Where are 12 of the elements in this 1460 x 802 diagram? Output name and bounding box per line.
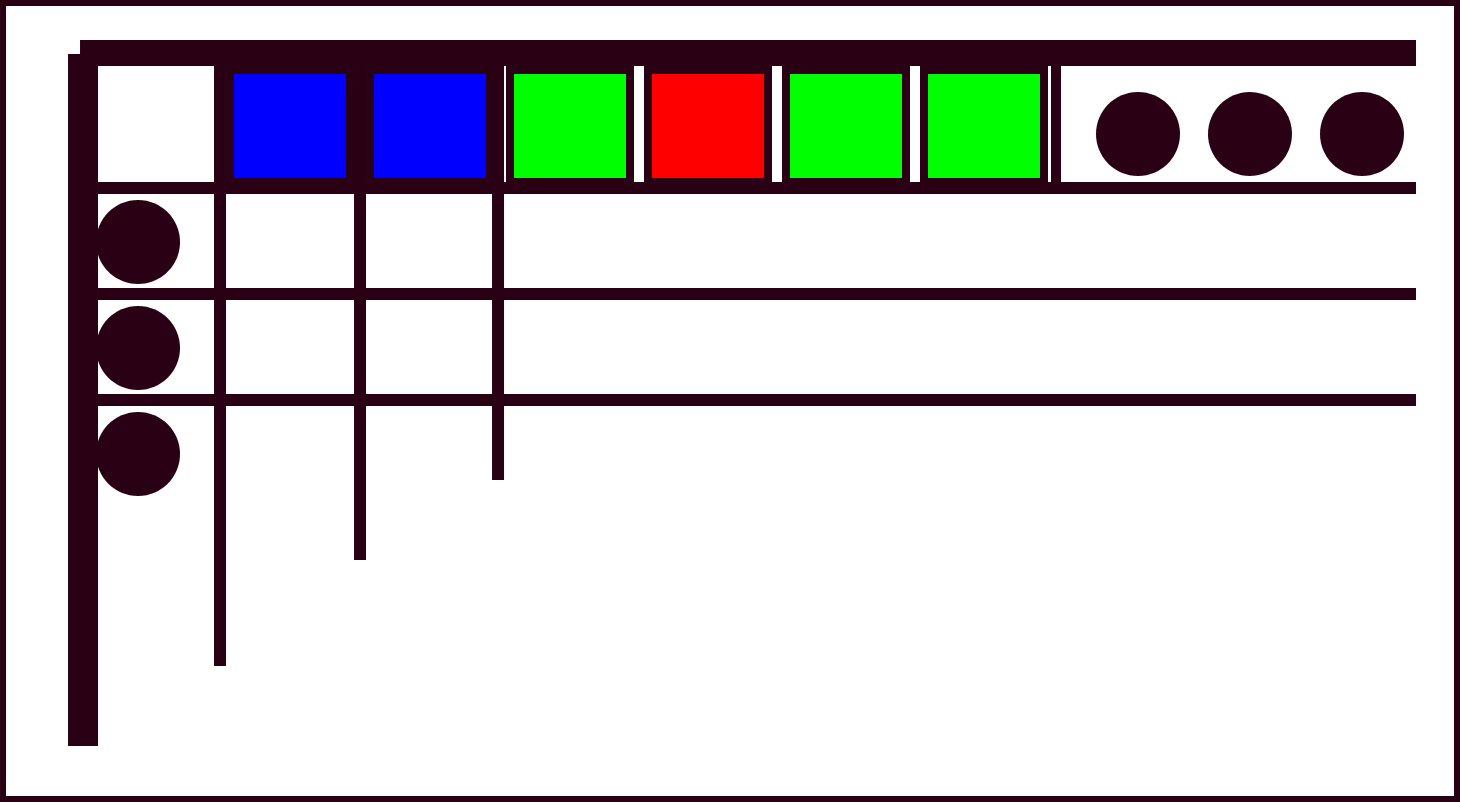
color-square [366,66,494,186]
color-square [782,66,910,186]
dot [96,412,180,496]
dot [1208,92,1292,176]
color-square [226,66,354,186]
dot [96,306,180,390]
color-square [644,66,772,186]
dot [96,200,180,284]
color-square [920,66,1048,186]
dot [1096,92,1180,176]
dot [1320,92,1404,176]
color-square [506,66,634,186]
